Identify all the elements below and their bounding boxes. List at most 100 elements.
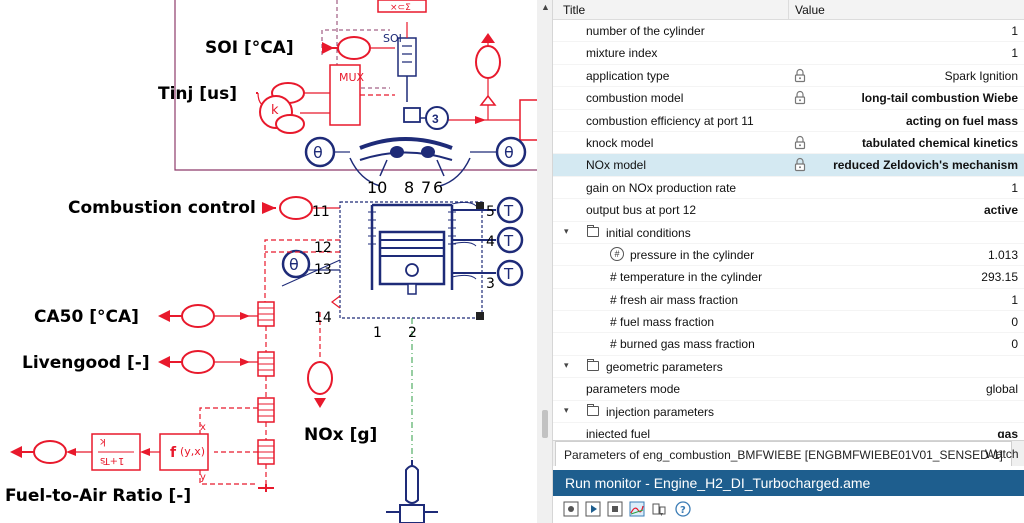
x-port-label: x <box>200 422 206 433</box>
table-row[interactable]: mixture index 1 <box>553 42 1024 65</box>
soi-source-ellipse[interactable] <box>337 36 371 60</box>
parameter-value[interactable]: global <box>985 382 1018 397</box>
connecting-rod[interactable] <box>405 465 419 504</box>
table-group-row[interactable]: ▾ injection parameters <box>553 401 1024 424</box>
lock-icon <box>794 135 806 150</box>
sketch-canvas[interactable]: ×⊂Σ 3 <box>0 0 553 523</box>
parameter-value[interactable]: 1 <box>1011 46 1018 61</box>
bus-splitter-4[interactable] <box>257 439 275 465</box>
top-mux-box[interactable] <box>377 0 427 13</box>
bus-splitter-2[interactable] <box>257 351 275 377</box>
soi-small-label: SOI <box>383 32 402 45</box>
lag-denominator: 1+Ts <box>100 455 125 466</box>
nox-label: NOx [g] <box>304 425 378 445</box>
parameter-value[interactable]: tabulated chemical kinetics <box>861 135 1018 150</box>
parameter-value[interactable]: 0 <box>1011 315 1018 330</box>
fuel-air-sink[interactable] <box>33 440 67 464</box>
svg-text:θ: θ <box>504 143 514 162</box>
combustion-control-label: Combustion control <box>68 198 256 218</box>
parameter-value[interactable]: 1 <box>1011 24 1018 38</box>
column-header-title[interactable]: Title <box>553 0 789 19</box>
expand-chevron-icon[interactable]: ▾ <box>564 225 569 236</box>
parameter-value[interactable]: 0 <box>1011 337 1018 352</box>
parameter-value[interactable]: 1 <box>1011 292 1018 307</box>
table-icon[interactable]: ▾ <box>651 501 667 517</box>
tinj-source-2[interactable] <box>275 114 305 134</box>
table-group-row[interactable]: ▾geometric parameters <box>553 356 1024 379</box>
expand-chevron-icon[interactable]: ▾ <box>564 404 569 415</box>
bus-splitter-1[interactable] <box>257 301 275 327</box>
parameter-value[interactable]: active <box>983 203 1018 218</box>
record-icon[interactable] <box>563 501 579 517</box>
tab-parameters[interactable]: Parameters of eng_combustion_BMFWIEBE [E… <box>555 441 1012 466</box>
svg-text:θ: θ <box>289 255 299 274</box>
table-row[interactable]: injected fuel gas <box>553 423 1024 438</box>
help-icon[interactable]: ? <box>675 501 691 517</box>
mux-label: MUX <box>339 72 364 83</box>
port-7: 7 <box>421 178 432 197</box>
collapse-arrow-icon[interactable]: ▲ <box>541 2 550 12</box>
parameter-title: injection parameters <box>606 404 715 419</box>
table-row[interactable]: knock model tabulated chemical kinetics <box>553 132 1024 155</box>
play-icon[interactable] <box>585 501 601 517</box>
subsystem-frame <box>174 0 537 171</box>
temperature-sensor-4[interactable] <box>496 226 524 254</box>
function-fxy-block[interactable] <box>159 433 209 471</box>
parameter-value[interactable]: long-tail combustion Wiebe <box>861 91 1018 106</box>
port-5: 5 <box>486 204 495 220</box>
parameter-value[interactable]: 293.15 <box>981 270 1018 285</box>
bus-splitter-3[interactable] <box>257 397 275 423</box>
stop-icon[interactable] <box>607 501 623 517</box>
port-4: 4 <box>486 234 495 250</box>
expand-chevron-icon[interactable]: ▾ <box>564 359 569 370</box>
temperature-sensor-5[interactable] <box>496 196 524 224</box>
temperature-sensor-3[interactable] <box>496 259 524 287</box>
ca50-label: CA50 [°CA] <box>34 307 139 327</box>
svg-text:T: T <box>503 265 514 283</box>
soi-arrowhead <box>322 42 334 54</box>
parameter-value[interactable]: 1 <box>1011 180 1018 195</box>
valve-block[interactable] <box>403 107 421 123</box>
column-header-value[interactable]: Value <box>795 3 825 17</box>
port-13: 13 <box>314 262 332 278</box>
scroll-thumb[interactable] <box>542 410 548 438</box>
parameter-value[interactable]: acting on fuel mass <box>905 113 1018 128</box>
tab-watch[interactable]: Watch <box>985 447 1019 461</box>
parameter-title: injected fuel <box>586 427 651 438</box>
parameter-title: knock model <box>586 135 654 150</box>
parameter-value[interactable]: 1.013 <box>987 247 1018 262</box>
plot-icon[interactable] <box>629 501 645 517</box>
parameter-value[interactable]: reduced Zeldovich's mechanism <box>833 158 1018 173</box>
parameter-value[interactable]: Spark Ignition <box>944 68 1018 83</box>
nox-sink[interactable] <box>307 361 333 395</box>
theta-sensor-13[interactable] <box>281 249 311 279</box>
livengood-sink[interactable] <box>181 350 215 374</box>
parameter-value[interactable]: gas <box>997 427 1018 438</box>
port-8: 8 <box>404 178 415 197</box>
combustion-control-source[interactable] <box>279 196 313 220</box>
right-gauge[interactable] <box>475 45 501 79</box>
ca50-sink[interactable] <box>181 304 215 328</box>
panel-splitter[interactable]: ▲ <box>537 0 553 523</box>
cylinder-head <box>359 137 453 150</box>
table-group-row[interactable]: ▾initial conditions <box>553 222 1024 244</box>
lock-icon <box>794 158 806 172</box>
folder-icon <box>587 403 599 416</box>
xy-label: (y,x) <box>180 445 206 458</box>
parameter-title: mixture index <box>586 46 658 61</box>
